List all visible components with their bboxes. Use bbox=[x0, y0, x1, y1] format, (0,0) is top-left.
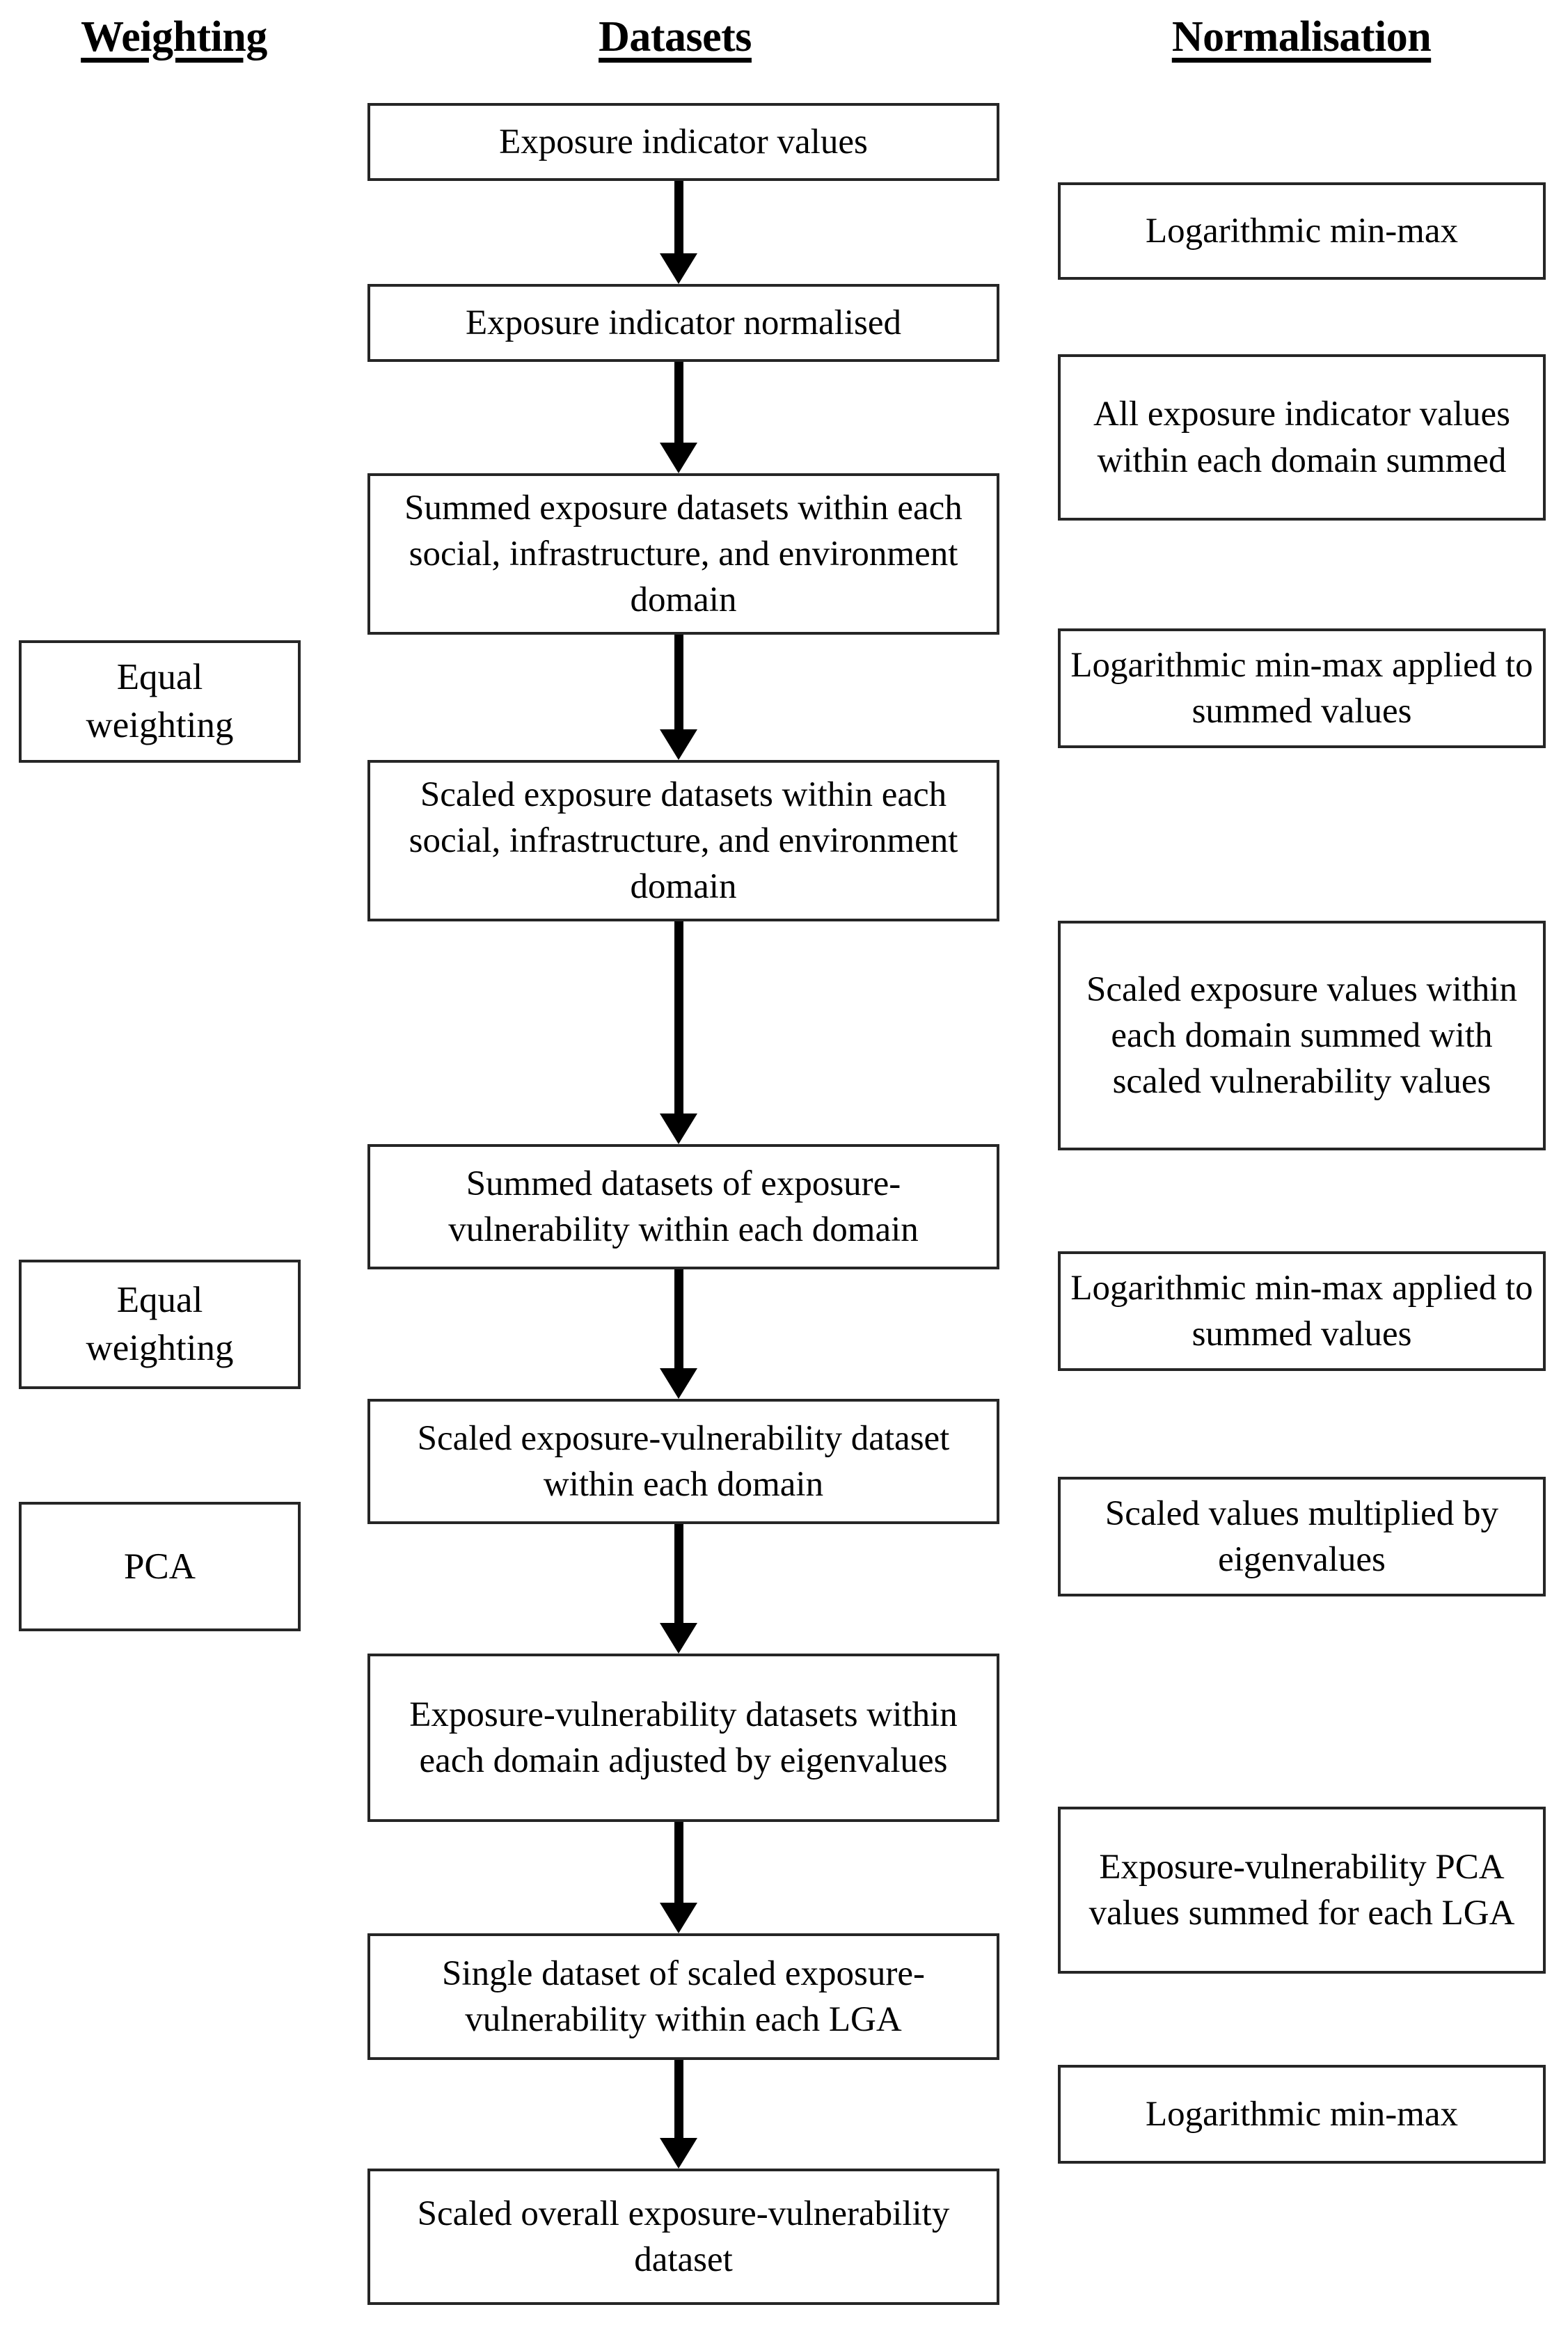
flow-arrow-4 bbox=[660, 921, 697, 1144]
flow-arrow-5 bbox=[660, 1269, 697, 1399]
dataset-box-exposure-indicator-normalised-label: Exposure indicator normalised bbox=[466, 303, 901, 342]
normalisation-box-scaled-with-vuln-label: Scaled exposure values within each domai… bbox=[1086, 969, 1517, 1102]
normalisation-box-log-minmax-1: Logarithmic min-max bbox=[1058, 182, 1546, 280]
normalisation-box-log-minmax-1-label: Logarithmic min-max bbox=[1146, 211, 1458, 251]
dataset-box-scaled-exposure-datasets-label: Scaled exposure datasets within each soc… bbox=[409, 775, 958, 907]
normalisation-box-scaled-by-eigen-label: Scaled values multiplied by eigenvalues bbox=[1104, 1493, 1499, 1579]
dataset-box-single-dataset-lga: Single dataset of scaled exposure-vulner… bbox=[367, 1933, 999, 2060]
dataset-box-exposure-vulnerability-eigenvalues: Exposure-vulnerability datasets within e… bbox=[367, 1654, 999, 1822]
column-header-datasets: Datasets bbox=[599, 13, 752, 61]
normalisation-box-all-exposure-summed: All exposure indicator values within eac… bbox=[1058, 354, 1546, 521]
dataset-box-scaled-exposure-datasets: Scaled exposure datasets within each soc… bbox=[367, 760, 999, 921]
dataset-box-summed-exposure-vulnerability: Summed datasets of exposure-vulnerabilit… bbox=[367, 1144, 999, 1269]
dataset-box-scaled-exposure-vulnerability-domain: Scaled exposure-vulnerability dataset wi… bbox=[367, 1399, 999, 1524]
weighting-box-pca-label: PCA bbox=[123, 1546, 196, 1587]
weighting-box-equal-1-label: Equal weighting bbox=[86, 657, 234, 745]
weighting-box-equal-2: Equal weighting bbox=[19, 1260, 301, 1389]
weighting-box-pca: PCA bbox=[19, 1502, 301, 1631]
flow-arrow-2 bbox=[660, 362, 697, 473]
dataset-box-exposure-vulnerability-eigenvalues-label: Exposure-vulnerability datasets within e… bbox=[409, 1695, 958, 1780]
normalisation-box-log-minmax-summed-2: Logarithmic min-max applied to summed va… bbox=[1058, 1251, 1546, 1371]
dataset-box-summed-exposure-datasets: Summed exposure datasets within each soc… bbox=[367, 473, 999, 635]
dataset-box-scaled-exposure-vulnerability-domain-label: Scaled exposure-vulnerability dataset wi… bbox=[417, 1418, 950, 1504]
weighting-box-equal-2-label: Equal weighting bbox=[86, 1280, 234, 1368]
flow-arrow-8 bbox=[660, 2060, 697, 2169]
normalisation-box-pca-summed-lga-label: Exposure-vulnerability PCA values summed… bbox=[1088, 1847, 1515, 1933]
flow-arrow-1 bbox=[660, 181, 697, 284]
normalisation-box-log-minmax-summed-2-label: Logarithmic min-max applied to summed va… bbox=[1070, 1268, 1533, 1354]
dataset-box-exposure-indicator-values: Exposure indicator values bbox=[367, 103, 999, 181]
normalisation-box-scaled-by-eigen: Scaled values multiplied by eigenvalues bbox=[1058, 1477, 1546, 1596]
normalisation-box-log-minmax-summed-1: Logarithmic min-max applied to summed va… bbox=[1058, 628, 1546, 748]
normalisation-box-pca-summed-lga: Exposure-vulnerability PCA values summed… bbox=[1058, 1807, 1546, 1974]
flow-arrow-6 bbox=[660, 1524, 697, 1654]
normalisation-box-log-minmax-2-label: Logarithmic min-max bbox=[1146, 2094, 1458, 2134]
dataset-box-scaled-overall-dataset: Scaled overall exposure-vulnerability da… bbox=[367, 2169, 999, 2305]
dataset-box-exposure-indicator-values-label: Exposure indicator values bbox=[499, 122, 868, 161]
dataset-box-summed-exposure-datasets-label: Summed exposure datasets within each soc… bbox=[404, 488, 963, 620]
column-header-weighting: Weighting bbox=[81, 13, 267, 61]
dataset-box-scaled-overall-dataset-label: Scaled overall exposure-vulnerability da… bbox=[417, 2194, 950, 2279]
dataset-box-exposure-indicator-normalised: Exposure indicator normalised bbox=[367, 284, 999, 362]
normalisation-box-log-minmax-2: Logarithmic min-max bbox=[1058, 2065, 1546, 2164]
flow-arrow-7 bbox=[660, 1822, 697, 1933]
weighting-box-equal-1: Equal weighting bbox=[19, 640, 301, 763]
dataset-box-single-dataset-lga-label: Single dataset of scaled exposure-vulner… bbox=[442, 1953, 925, 2039]
flow-arrow-3 bbox=[660, 635, 697, 760]
normalisation-box-scaled-with-vuln: Scaled exposure values within each domai… bbox=[1058, 921, 1546, 1150]
dataset-box-summed-exposure-vulnerability-label: Summed datasets of exposure-vulnerabilit… bbox=[448, 1164, 919, 1249]
normalisation-box-all-exposure-summed-label: All exposure indicator values within eac… bbox=[1093, 395, 1511, 480]
normalisation-box-log-minmax-summed-1-label: Logarithmic min-max applied to summed va… bbox=[1070, 645, 1533, 731]
column-header-normalisation: Normalisation bbox=[1171, 13, 1432, 61]
